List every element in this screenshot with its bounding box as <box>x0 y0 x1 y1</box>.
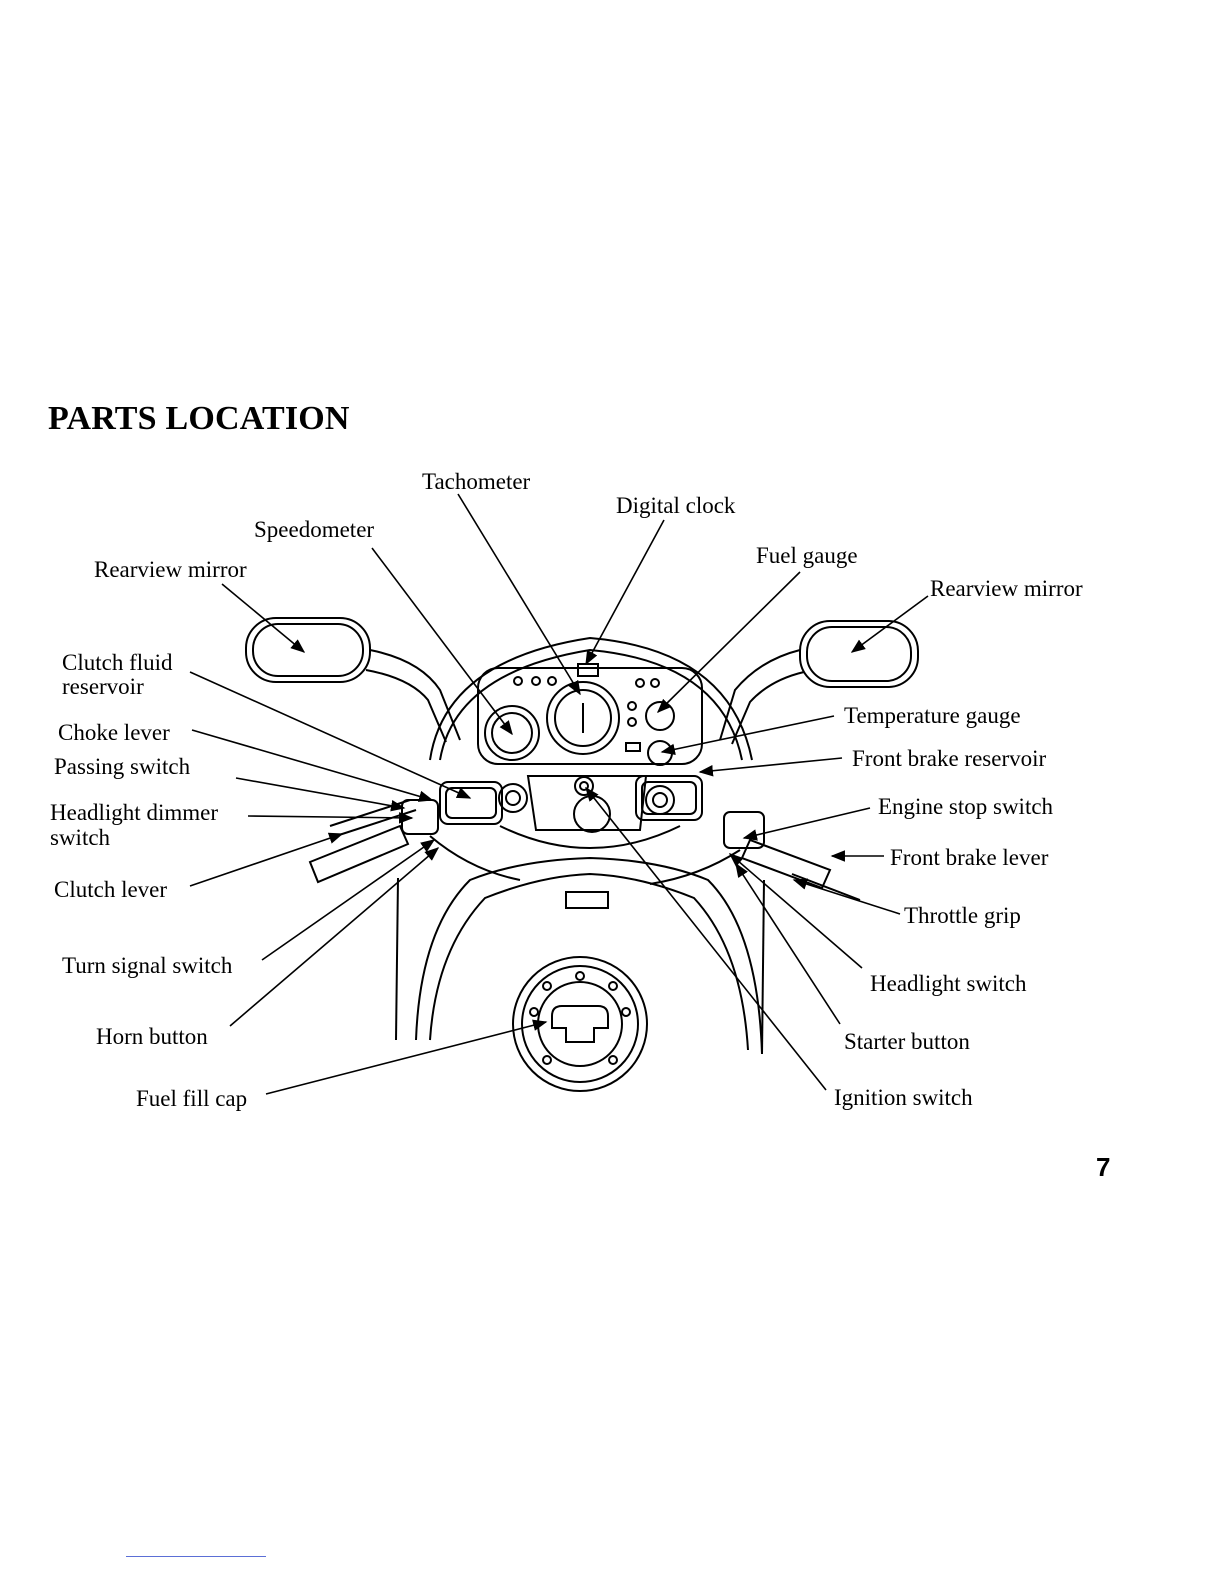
page-title: PARTS LOCATION <box>48 400 350 437</box>
instrument-cluster <box>477 663 703 766</box>
label-turn-signal-switch: Turn signal switch <box>62 953 233 978</box>
label-starter-button: Starter button <box>844 1029 970 1054</box>
label-clutch-lever: Clutch lever <box>54 877 168 902</box>
label-fuel-fill-cap: Fuel fill cap <box>136 1086 248 1111</box>
footer-rule <box>126 1556 266 1557</box>
label-choke-lever: Choke lever <box>58 720 170 745</box>
label-front-brake-reservoir: Front brake reservoir <box>852 746 1047 771</box>
label-engine-stop-switch: Engine stop switch <box>878 794 1054 819</box>
page-number: 7 <box>1096 1152 1111 1182</box>
right-mirror-shape <box>719 620 919 745</box>
label-rearview-mirror-left: Rearview mirror <box>94 557 247 582</box>
label-digital-clock: Digital clock <box>616 493 736 518</box>
label-temperature-gauge: Temperature gauge <box>844 703 1021 728</box>
label-fuel-gauge: Fuel gauge <box>756 543 858 568</box>
label-tachometer: Tachometer <box>422 469 531 494</box>
left-mirror-shape <box>245 617 461 743</box>
label-throttle-grip: Throttle grip <box>904 903 1021 928</box>
label-ignition-switch: Ignition switch <box>834 1085 973 1110</box>
motorcycle-drawing <box>245 617 919 1092</box>
steering-head <box>499 775 681 849</box>
label-headlight-dimmer-switch-line2: switch <box>50 825 111 850</box>
label-front-brake-lever: Front brake lever <box>890 845 1049 870</box>
label-headlight-switch: Headlight switch <box>870 971 1027 996</box>
windscreen-outline <box>429 636 753 761</box>
label-headlight-dimmer-switch-line1: Headlight dimmer <box>50 800 218 825</box>
label-clutch-fluid-reservoir-line2: reservoir <box>62 674 144 699</box>
label-clutch-fluid-reservoir-line1: Clutch fluid <box>62 650 173 675</box>
fuel-tank <box>395 856 765 1055</box>
right-handlebar <box>635 775 861 901</box>
fuel-cap-shape <box>512 956 648 1092</box>
label-speedometer: Speedometer <box>254 517 375 542</box>
label-horn-button: Horn button <box>96 1024 208 1049</box>
label-passing-switch: Passing switch <box>54 754 191 779</box>
label-rearview-mirror-right: Rearview mirror <box>930 576 1083 601</box>
leader-lines <box>189 493 929 1095</box>
